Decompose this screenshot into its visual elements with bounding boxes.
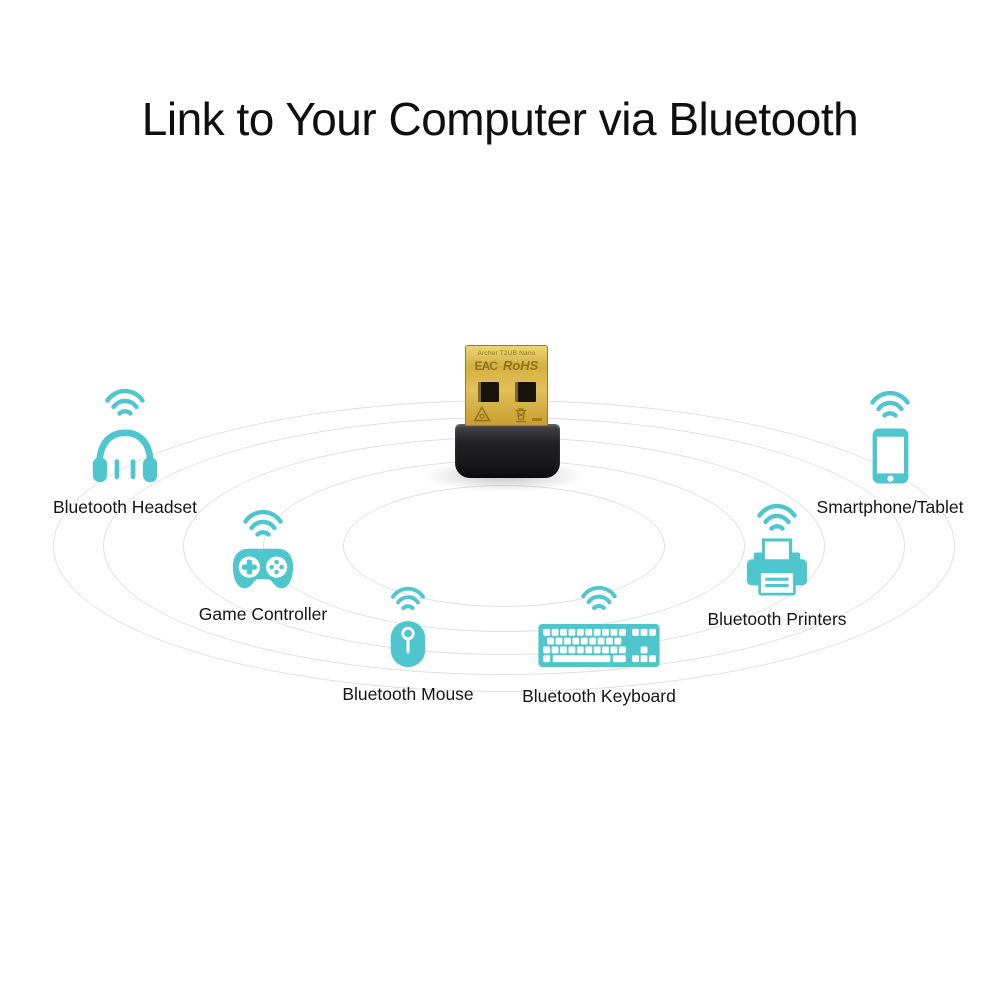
device-label: Bluetooth Mouse bbox=[342, 684, 474, 704]
device-label: Bluetooth Headset bbox=[53, 497, 197, 517]
eac-mark: EAC bbox=[474, 359, 498, 373]
smartphone-icon bbox=[872, 428, 908, 484]
signal-waves-icon bbox=[581, 585, 617, 610]
device-label: Bluetooth Printers bbox=[707, 609, 847, 629]
weee-bin-icon bbox=[515, 408, 527, 423]
device-bluetooth-mouse: Bluetooth Mouse bbox=[308, 586, 508, 705]
device-bluetooth-printers: Bluetooth Printers bbox=[677, 503, 877, 630]
adapter-model-text: Archer T2UB Nano bbox=[477, 350, 536, 357]
signal-waves-icon bbox=[757, 503, 797, 531]
device-bluetooth-headset: Bluetooth Headset bbox=[25, 388, 225, 518]
page-title: Link to Your Computer via Bluetooth bbox=[141, 93, 859, 145]
adapter-body bbox=[455, 424, 560, 478]
usb-connector: Archer T2UB Nano EAC RoHS bbox=[465, 345, 548, 426]
device-label: Bluetooth Keyboard bbox=[522, 686, 676, 706]
headset-icon bbox=[92, 429, 158, 483]
signal-waves-icon bbox=[243, 509, 283, 537]
signal-waves-icon bbox=[870, 390, 910, 418]
device-game-controller: Game Controller bbox=[163, 509, 363, 625]
device-bluetooth-keyboard: Bluetooth Keyboard bbox=[499, 585, 699, 707]
etch-mark bbox=[532, 418, 542, 421]
gamepad-icon bbox=[232, 548, 294, 589]
usb-contact bbox=[478, 382, 499, 402]
usb-contact bbox=[515, 382, 536, 402]
adapter-cert-marks: EAC RoHS bbox=[466, 358, 547, 373]
device-label: Smartphone/Tablet bbox=[816, 497, 964, 517]
printer-icon bbox=[747, 538, 807, 596]
rohs-mark: RoHS bbox=[502, 358, 539, 373]
device-label: Game Controller bbox=[198, 604, 328, 624]
signal-waves-icon bbox=[105, 388, 145, 416]
mouse-icon bbox=[390, 620, 426, 668]
device-smartphone-tablet: Smartphone/Tablet bbox=[790, 390, 990, 518]
recycle-triangle-icon bbox=[473, 406, 491, 422]
signal-ring bbox=[343, 485, 665, 607]
signal-waves-icon bbox=[390, 586, 426, 610]
keyboard-icon bbox=[538, 624, 660, 667]
